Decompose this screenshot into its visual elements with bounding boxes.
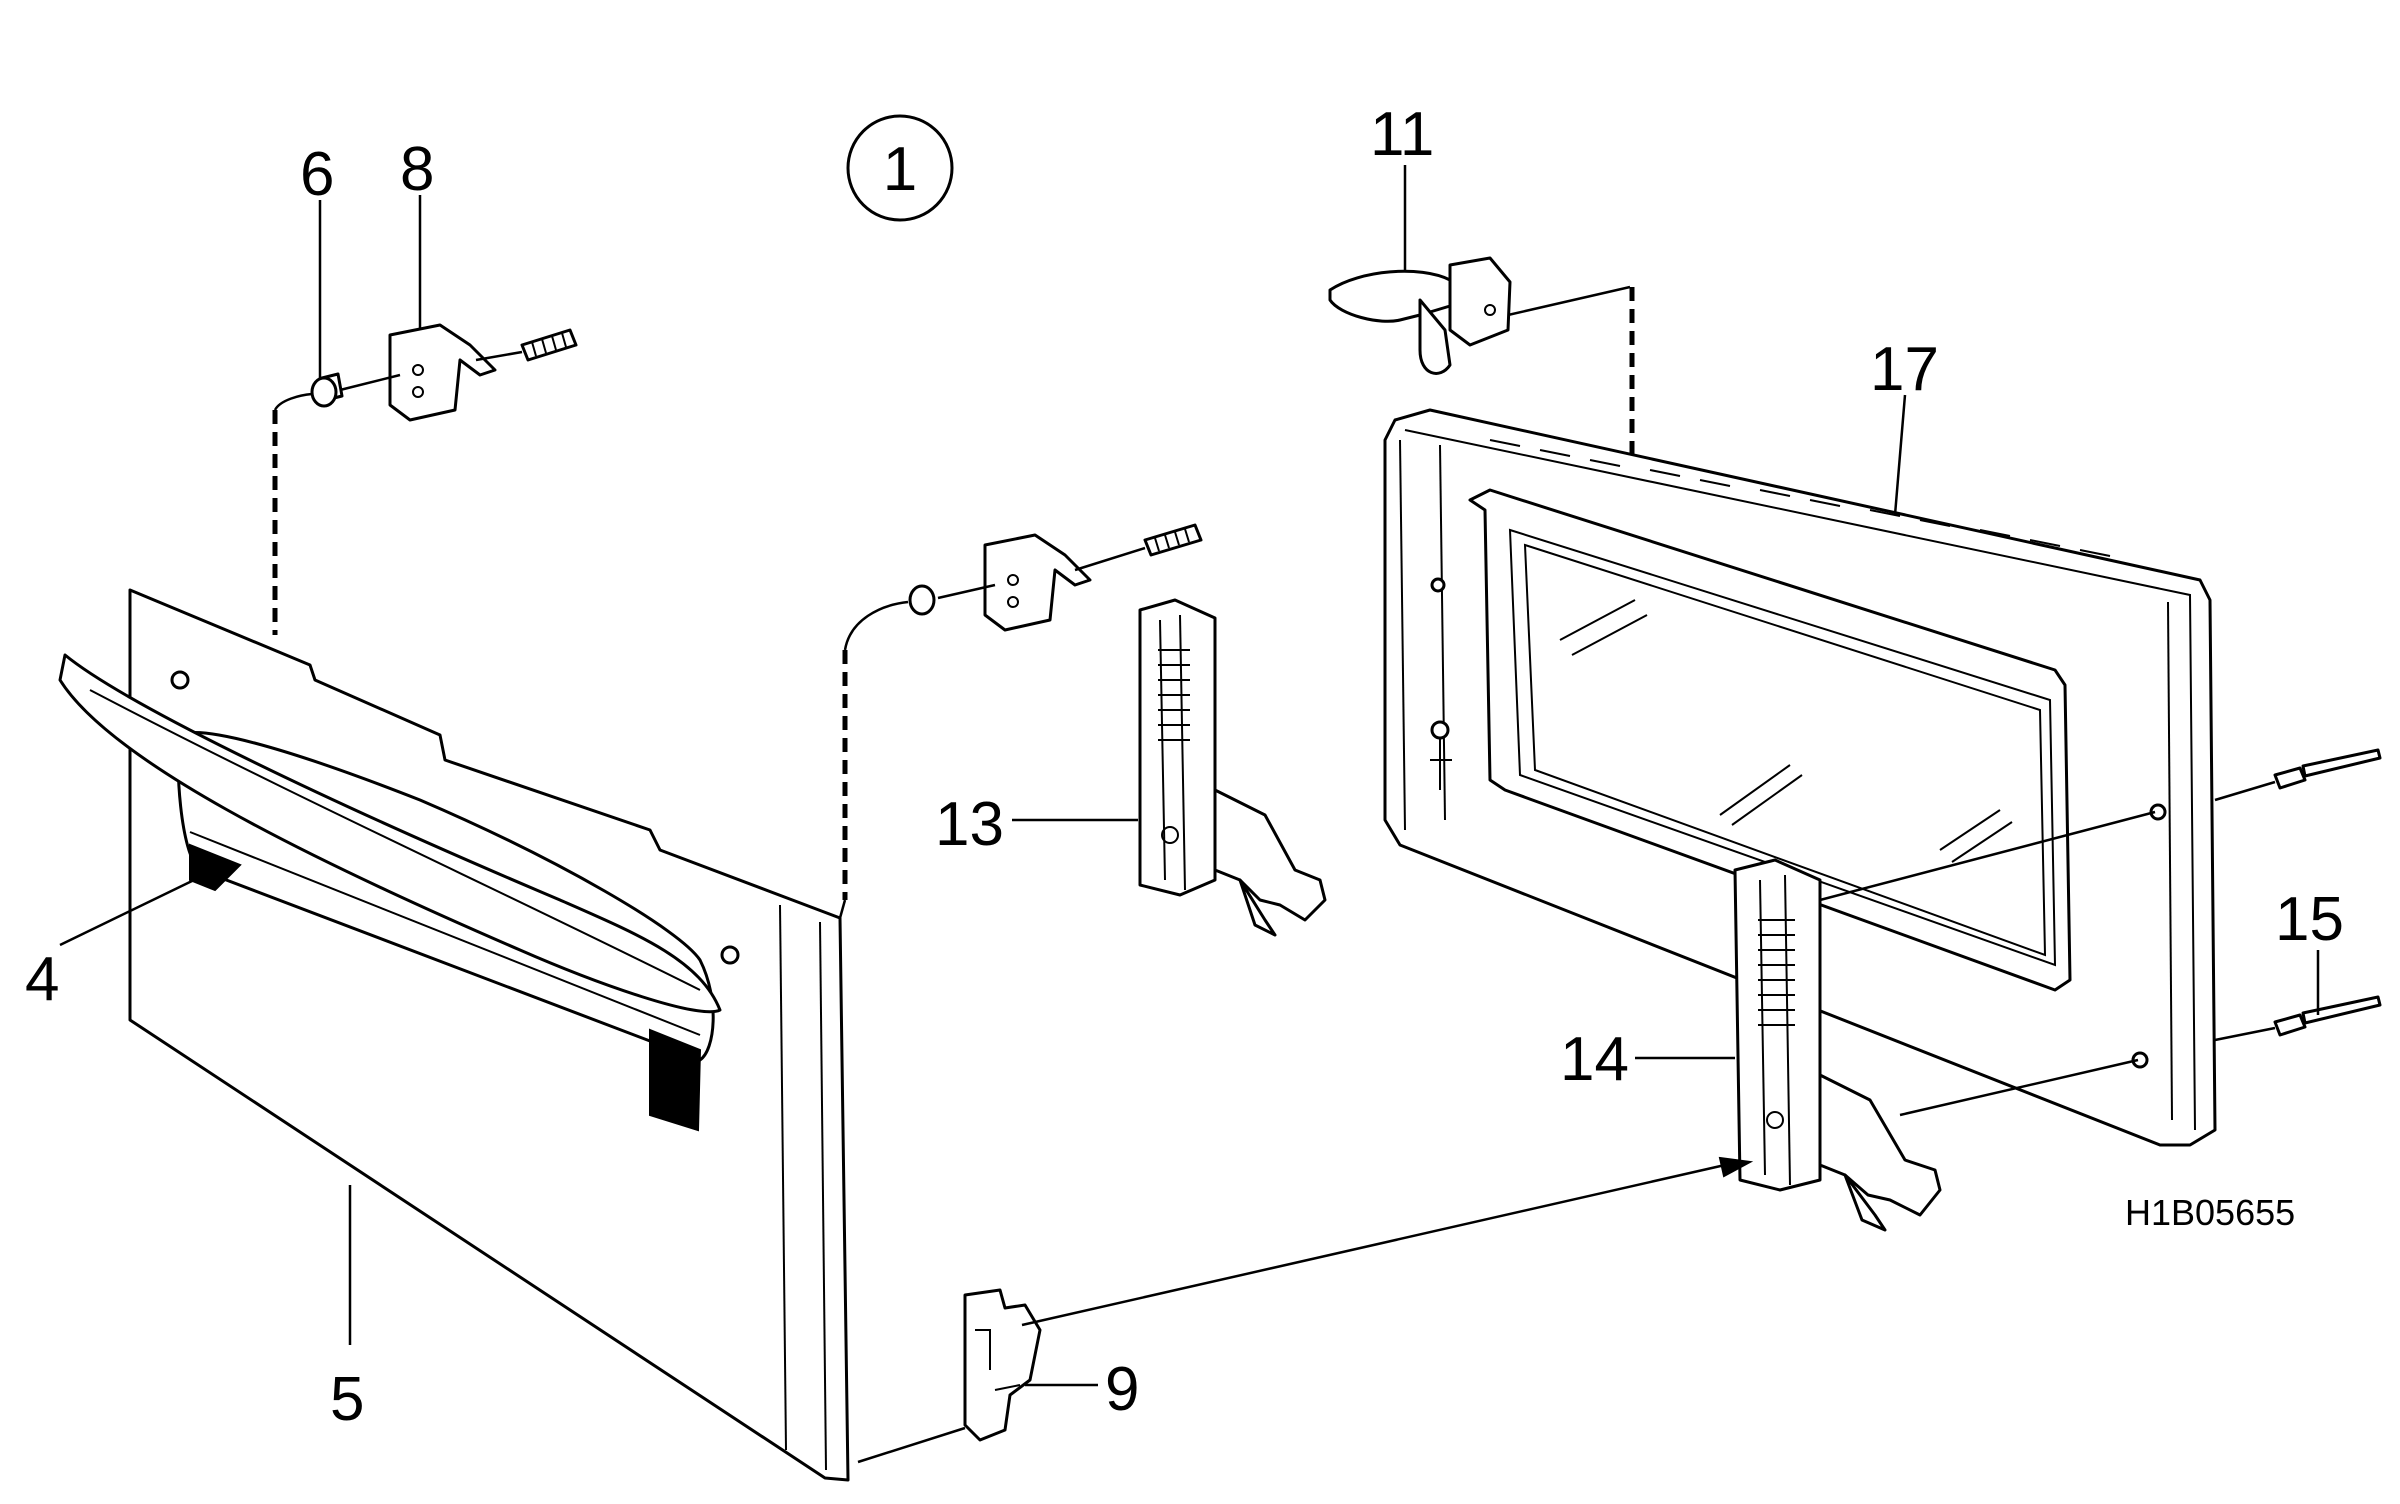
door-latch-11: [1328, 256, 1747, 542]
callout-4: 4: [25, 945, 59, 1014]
door-handle: [58, 653, 722, 1014]
callout-5: 5: [330, 1365, 364, 1434]
hinge-receiver-center: [838, 523, 1203, 919]
pin-15-upper: [2214, 748, 2382, 802]
callout-13: 13: [935, 790, 1004, 859]
callout-11: 11: [1370, 100, 1434, 169]
callout-6: 6: [300, 140, 334, 209]
callout-9: 9: [1105, 1355, 1139, 1424]
callout-15: 15: [2275, 885, 2344, 954]
pin-15-lower: [2214, 995, 2382, 1042]
hinge-13: [1138, 598, 1327, 937]
drawing-code: H1B05655: [2125, 1192, 2295, 1233]
view-marker-circle: [846, 114, 954, 222]
view-marker-number: 1: [883, 135, 917, 204]
clip-9: [857, 1156, 1754, 1464]
inner-door-frame: [1383, 408, 2217, 1147]
callout-leaders: [59, 165, 2320, 1387]
hinge-receiver-top-left: [272, 323, 578, 635]
front-door-panel: [128, 588, 850, 1482]
hinge-14: [1733, 810, 2156, 1232]
callout-17: 17: [1870, 335, 1939, 404]
callout-8: 8: [400, 135, 434, 204]
callout-14: 14: [1560, 1025, 1629, 1094]
